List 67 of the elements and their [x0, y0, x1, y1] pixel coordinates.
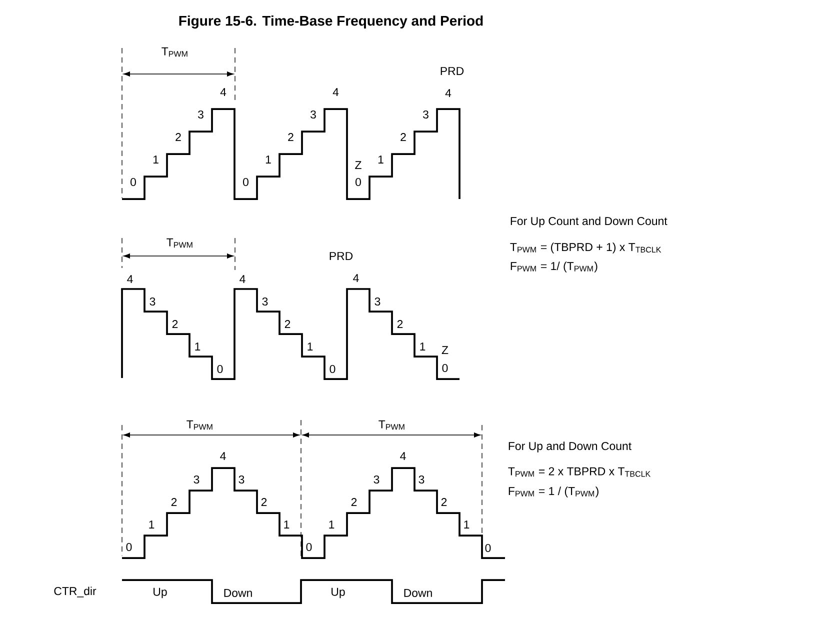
signal-name: CTR_dir: [54, 586, 96, 598]
formula-note: F$_{PWM}$ = 1/ (T$_{PWM}$): [510, 262, 598, 272]
count-value: 1: [420, 342, 426, 350]
period-label: T$_{PWM}$: [186, 420, 212, 430]
count-value: 4: [220, 452, 226, 460]
direction-label: Down: [404, 589, 432, 597]
count-value: 3: [418, 475, 424, 484]
count-value: 0: [126, 542, 132, 552]
direction-label: Down: [224, 589, 252, 597]
count-value: 4: [240, 275, 246, 283]
count-value: 1: [308, 342, 313, 350]
period-label: T$_{PWM}$: [162, 47, 188, 57]
count-value: 2: [441, 498, 447, 506]
count-value: 3: [374, 297, 380, 306]
count-value: 2: [261, 498, 267, 506]
count-value: 0: [306, 542, 312, 552]
formula-note: For Up Count and Down Count: [510, 216, 668, 228]
formula-note: T$_{PWM}$ = (TBPRD + 1) x T$_{TBCLK}$: [510, 242, 662, 254]
formula-note: F$_{PWM}$ = 1 / (T$_{PWM}$): [508, 486, 598, 498]
count-value: 1: [284, 520, 290, 528]
count-value: 0: [217, 364, 223, 374]
direction-label: Up: [154, 588, 167, 598]
count-value: 4: [353, 274, 359, 282]
count-value: 1: [153, 156, 158, 164]
count-value: 3: [150, 297, 156, 306]
count-value: 0: [485, 544, 491, 552]
count-value: 4: [127, 275, 133, 283]
count-value: 0: [243, 178, 248, 186]
count-value: 0: [330, 364, 336, 374]
count-value: 2: [351, 498, 357, 506]
count-value: 3: [238, 475, 244, 484]
count-value: 4: [400, 452, 406, 460]
count-value: 4: [445, 89, 452, 97]
period-marker: PRD: [330, 252, 353, 260]
count-value: 3: [262, 297, 268, 306]
count-value: 2: [172, 320, 178, 328]
count-value: 1: [378, 156, 384, 164]
count-value: 0: [356, 178, 361, 186]
count-value: 2: [400, 133, 406, 141]
count-value: 3: [423, 110, 428, 119]
count-value: 2: [171, 498, 177, 506]
count-value: 1: [149, 520, 154, 528]
count-value: 1: [464, 520, 470, 528]
formula-note: For Up and Down Count: [508, 442, 632, 452]
formula-note: T$_{PWM}$ = 2 x TBPRD x T$_{TBCLK}$: [508, 467, 651, 477]
period-label: T$_{PWM}$: [166, 238, 192, 248]
count-value: 3: [374, 475, 380, 484]
count-value: 3: [198, 110, 204, 119]
zero-marker: Z: [442, 346, 448, 354]
count-value: 2: [176, 133, 181, 141]
count-value: 1: [195, 342, 200, 350]
zero-marker: Z: [355, 161, 362, 169]
figure-title: Figure 15-6. Time-Base Frequency and Period: [179, 15, 483, 29]
direction-label: Up: [332, 588, 345, 598]
count-value: 3: [194, 475, 200, 484]
period-label: T$_{PWM}$: [378, 420, 404, 430]
count-value: 0: [130, 178, 136, 186]
count-value: 2: [288, 133, 294, 141]
count-value: 4: [220, 88, 226, 96]
count-value: 2: [284, 320, 290, 328]
count-value: 4: [332, 88, 339, 96]
period-marker: PRD: [440, 67, 464, 75]
count-value: 2: [397, 320, 403, 328]
count-value: 3: [310, 110, 316, 119]
count-value: 0: [442, 364, 448, 372]
count-value: 1: [266, 156, 271, 164]
count-value: 1: [329, 520, 334, 528]
